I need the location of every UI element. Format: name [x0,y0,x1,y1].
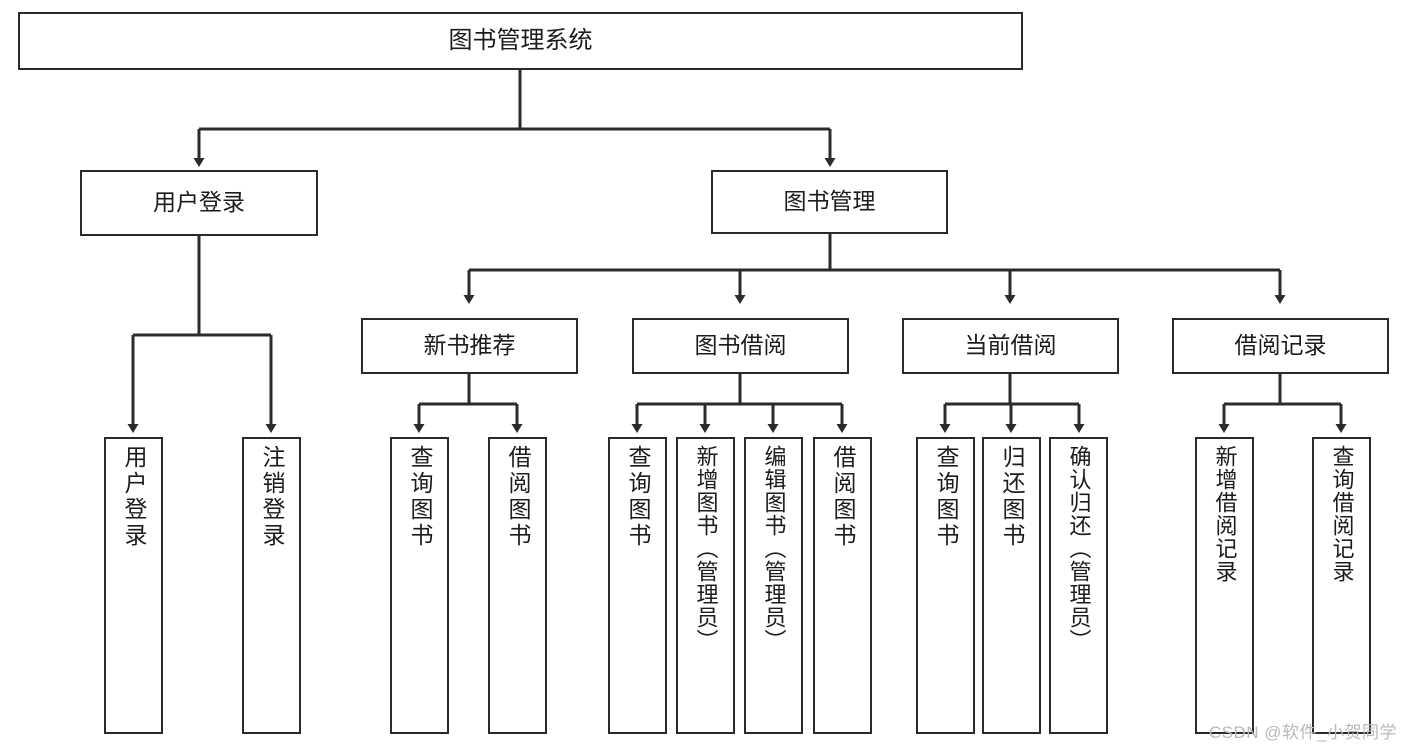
node-current-borrow[interactable]: 当前借阅 [902,318,1119,374]
node-borrow-records[interactable]: 借阅记录 [1172,318,1389,374]
node-label: 借阅记录 [1234,332,1327,359]
leaf-logout[interactable]: 注销登录 [242,437,301,734]
node-label: 图书管理 [783,188,876,215]
node-label: 查询借阅记录 [1329,445,1355,583]
node-label: 归还图书 [999,445,1025,549]
node-label: 新增图书（管理员） [693,445,719,652]
node-label: 图书管理系统 [448,26,593,54]
node-book-management[interactable]: 图书管理 [711,170,948,234]
node-label: 查询图书 [625,445,651,549]
node-label: 新增借阅记录 [1212,445,1238,583]
leaf-query-borrow-record[interactable]: 查询借阅记录 [1312,437,1371,734]
node-label: 新书推荐 [423,332,516,359]
leaf-return-book[interactable]: 归还图书 [982,437,1041,734]
node-root-system[interactable]: 图书管理系统 [18,12,1023,70]
node-label: 用户登录 [153,189,245,216]
node-label: 图书借阅 [694,332,787,359]
node-label: 注销登录 [259,445,285,549]
watermark-text: CSDN @软件_小贺同学 [1208,723,1397,742]
leaf-query-book-recommend[interactable]: 查询图书 [390,437,449,734]
leaf-borrow-book-recommend[interactable]: 借阅图书 [488,437,547,734]
leaf-borrow-book[interactable]: 借阅图书 [813,437,872,734]
leaf-user-login[interactable]: 用户登录 [104,437,163,734]
leaf-query-book-current[interactable]: 查询图书 [916,437,975,734]
node-label: 借阅图书 [830,445,856,549]
node-label: 确认归还（管理员） [1066,445,1092,652]
leaf-query-book-borrow[interactable]: 查询图书 [608,437,667,734]
node-book-borrow[interactable]: 图书借阅 [632,318,849,374]
node-label: 编辑图书（管理员） [761,445,787,652]
node-label: 借阅图书 [505,445,531,549]
leaf-edit-book-admin[interactable]: 编辑图书（管理员） [744,437,803,734]
node-label: 用户登录 [121,445,147,549]
leaf-add-borrow-record[interactable]: 新增借阅记录 [1195,437,1254,734]
leaf-add-book-admin[interactable]: 新增图书（管理员） [676,437,735,734]
node-new-book-recommend[interactable]: 新书推荐 [361,318,578,374]
node-label: 查询图书 [933,445,959,549]
leaf-confirm-return-admin[interactable]: 确认归还（管理员） [1049,437,1108,734]
node-user-login[interactable]: 用户登录 [80,170,318,236]
node-label: 当前借阅 [964,332,1057,359]
node-label: 查询图书 [407,445,433,549]
